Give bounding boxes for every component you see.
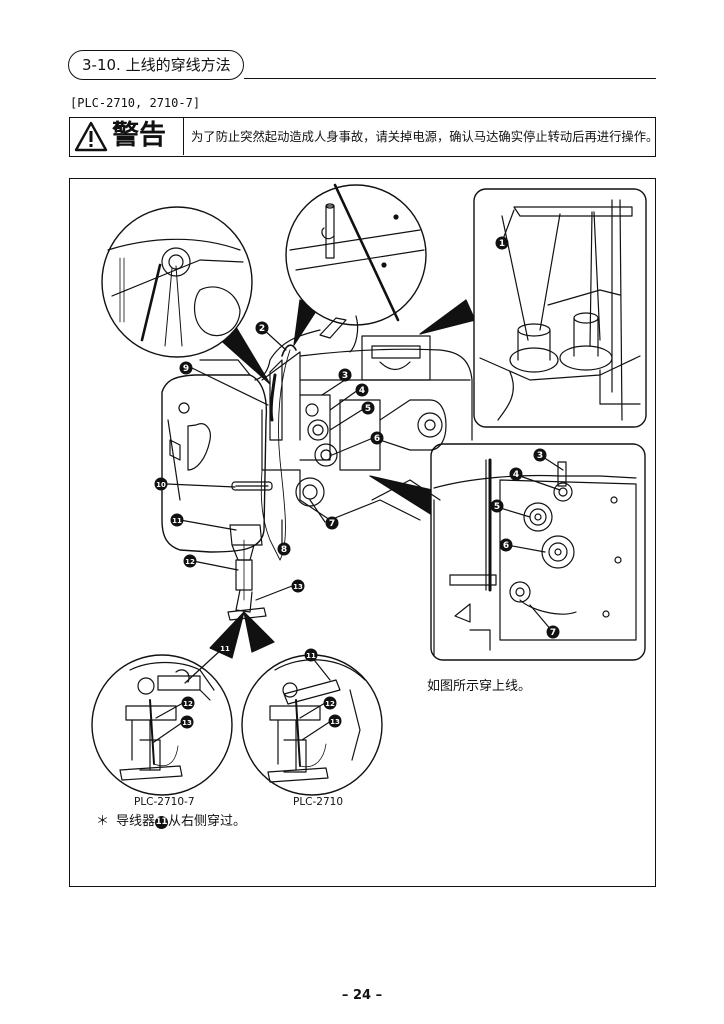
svg-text:5: 5 [365,404,371,414]
svg-text:13: 13 [182,719,192,727]
svg-text:12: 12 [325,700,335,708]
callout-11-inset-a: 11 [218,641,232,655]
warning-box: 警告 为了防止突然起动造成人身事故，请关掉电源，确认马达确实停止转动后再进行操作… [69,117,659,157]
svg-text:5: 5 [494,502,500,512]
section-rule [244,78,656,79]
callout-10: 10 [154,477,168,491]
callout-7: 7 [325,516,339,530]
callout-11-inset-b: 11 [304,648,318,662]
svg-text:4: 4 [359,386,365,396]
callout-11: 11 [170,513,184,527]
callout-6-inset: 6 [499,538,513,552]
callout-9: 9 [179,361,193,375]
callout-7-inset: 7 [546,625,560,639]
callout-1: 1 [495,236,509,250]
callout-5: 5 [361,401,375,415]
warning-text: 为了防止突然起动造成人身事故，请关掉电源，确认马达确实停止转动后再进行操作。 [191,130,659,144]
svg-text:8: 8 [281,545,287,555]
svg-text:4: 4 [513,470,519,480]
figure-frame [69,178,656,887]
svg-text:6: 6 [503,541,509,551]
callout-13: 13 [291,579,305,593]
svg-text:1: 1 [499,239,505,249]
section-title: 3-10. 上线的穿线方法 [82,56,231,74]
svg-text:12: 12 [183,700,193,708]
footnote-star: ＊ [96,814,110,829]
callout-3-inset: 3 [533,448,547,462]
callout-5-inset: 5 [490,499,504,513]
callout-4: 4 [355,383,369,397]
footnote-prefix: 导线器 [116,814,156,829]
inset-presser-foot-a [91,654,233,796]
svg-text:9: 9 [183,364,189,374]
svg-text:6: 6 [374,434,380,444]
inset-pointer-wedge [419,299,476,335]
callout-12-inset-a: 12 [181,696,195,710]
callout-3: 3 [338,368,352,382]
needle-assembly [227,524,267,621]
model-reference: [PLC-2710, 2710-7] [70,96,201,110]
svg-text:11: 11 [306,652,316,660]
callout-2: 2 [255,321,269,335]
svg-text:3: 3 [342,371,348,381]
svg-text:12: 12 [185,558,195,566]
thread-path [260,349,291,561]
footnote: ＊ 导线器11从右侧穿过。 [96,813,246,831]
inset-pointer-wedge [243,611,275,653]
inset-thread-guide-left [101,206,253,358]
inset-presser-foot-b [241,654,383,796]
callout-13-inset-b: 13 [328,714,342,728]
svg-text:3: 3 [537,451,543,461]
warning-triangle-icon [74,121,108,152]
footnote-suffix: 从右侧穿过。 [168,814,247,829]
callout-8: 8 [277,542,291,556]
warning-label: 警告 [112,120,166,151]
thread-take-up-lever [269,373,277,422]
svg-text:13: 13 [293,583,303,591]
svg-text:10: 10 [156,481,166,489]
svg-text:13: 13 [330,718,340,726]
callout-4-inset: 4 [509,467,523,481]
inset-thread-stand [473,188,647,428]
inset-thread-guide-top [285,183,427,326]
callout-12-inset-b: 12 [323,696,337,710]
callout-12: 12 [183,554,197,568]
callout-6: 6 [370,431,384,445]
model-label-plc-2710: PLC-2710 [293,796,344,808]
svg-text:7: 7 [550,628,556,638]
svg-text:7: 7 [329,519,335,529]
svg-text:2: 2 [259,324,265,334]
svg-text:11: 11 [172,517,182,525]
footnote-callout-number: 11 [155,816,169,829]
callout-13-inset-a: 13 [180,715,194,729]
section-tab [68,50,244,80]
warning-head: 警告 [70,118,184,155]
inset-tension-unit [430,443,646,661]
page-number: – 24 – [341,988,383,1003]
model-label-plc-2710-7: PLC-2710-7 [134,796,195,808]
machine-head [161,315,473,553]
svg-text:11: 11 [220,645,230,653]
figure-caption: 如图所示穿上线。 [427,679,532,694]
